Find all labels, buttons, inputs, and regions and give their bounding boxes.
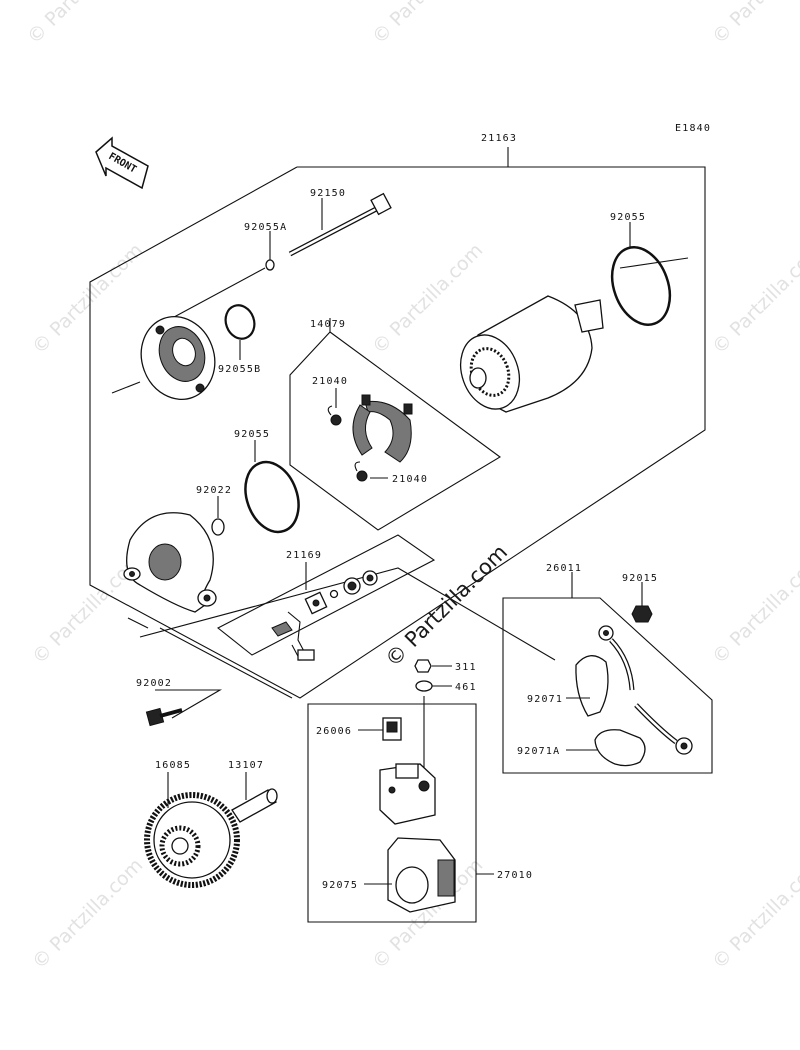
watermark: © Partzilla.com — [708, 0, 800, 49]
label-21163: 21163 — [481, 133, 517, 144]
part-92015-nut — [631, 605, 653, 623]
label-92015: 92015 — [622, 573, 658, 584]
part-92071A-boot — [594, 729, 646, 767]
label-92055-left: 92055 — [234, 429, 270, 440]
part-92055-oring-2 — [244, 460, 300, 534]
label-92071: 92071 — [527, 694, 563, 705]
watermark: © Partzilla.com — [368, 0, 487, 49]
label-14079: 14079 — [310, 319, 346, 330]
part-front-cover — [123, 512, 217, 613]
diagram-code: E1840 — [675, 123, 711, 134]
part-starter-relay — [379, 763, 436, 825]
label-26011: 26011 — [546, 563, 582, 574]
leader-line — [111, 381, 141, 394]
part-13107-shaft — [231, 788, 278, 823]
label-92075: 92075 — [322, 880, 358, 891]
cable-outline — [502, 597, 713, 774]
watermark: © Partzilla.com — [708, 854, 800, 973]
label-21040-lower: 21040 — [392, 474, 428, 485]
part-21040-spring-lower — [354, 461, 368, 482]
label-92150: 92150 — [310, 188, 346, 199]
part-21040-spring-upper — [327, 405, 342, 426]
part-14079-brush-holder — [352, 394, 413, 463]
label-26006: 26006 — [316, 726, 352, 737]
part-92055B-oring — [224, 304, 256, 340]
watermark: © Partzilla.com — [708, 239, 800, 358]
part-16085-gear — [144, 792, 240, 888]
brush-holder-outline — [289, 331, 501, 531]
label-92071A: 92071A — [517, 746, 560, 757]
part-92075-relay-cover — [387, 837, 456, 913]
assembly-outline — [89, 166, 706, 699]
label-92055: 92055 — [610, 212, 646, 223]
leader-92002 — [155, 689, 223, 719]
label-21040-upper: 21040 — [312, 376, 348, 387]
leader-line — [619, 257, 689, 269]
relay-outline — [307, 703, 477, 923]
label-16085: 16085 — [155, 760, 191, 771]
part-92055-oring — [610, 246, 672, 326]
part-rear-cover — [140, 316, 216, 400]
part-461-washer — [415, 680, 433, 692]
label-27010: 27010 — [497, 870, 533, 881]
watermark: © Partzilla.com — [708, 549, 800, 668]
part-311-nut — [414, 659, 432, 673]
part-92002-bolt — [145, 707, 183, 727]
watermark: © Partzilla.com — [28, 239, 147, 358]
label-21169: 21169 — [286, 550, 322, 561]
leader-line — [159, 627, 293, 699]
brush-set-outline — [216, 534, 436, 656]
label-92002: 92002 — [136, 678, 172, 689]
part-21169-brush-set — [271, 570, 378, 661]
label-92055A: 92055A — [244, 222, 287, 233]
watermark: © Partzilla.com — [23, 0, 142, 49]
part-92022-washer — [211, 518, 225, 536]
part-92071-boot — [575, 655, 609, 717]
label-311: 311 — [455, 662, 477, 673]
part-26006-fuse — [382, 717, 402, 741]
part-labels: 21163 92150 92055A 92055 92055B 14079 21… — [136, 133, 658, 891]
part-92055A-oring — [265, 259, 275, 271]
part-26011-cable — [598, 625, 693, 755]
watermark: © Partzilla.com — [28, 854, 147, 973]
label-13107: 13107 — [228, 760, 264, 771]
front-arrow-icon: FRONT — [95, 136, 149, 190]
part-92150-bolt — [288, 192, 392, 257]
label-92055B: 92055B — [218, 364, 261, 375]
watermark-layer: © Partzilla.com © Partzilla.com © Partzi… — [23, 0, 800, 974]
part-starter-yoke — [460, 295, 604, 413]
label-92022: 92022 — [196, 485, 232, 496]
label-461: 461 — [455, 682, 477, 693]
leader-line — [127, 617, 149, 629]
watermark-center: © Partzilla.com — [381, 540, 513, 672]
